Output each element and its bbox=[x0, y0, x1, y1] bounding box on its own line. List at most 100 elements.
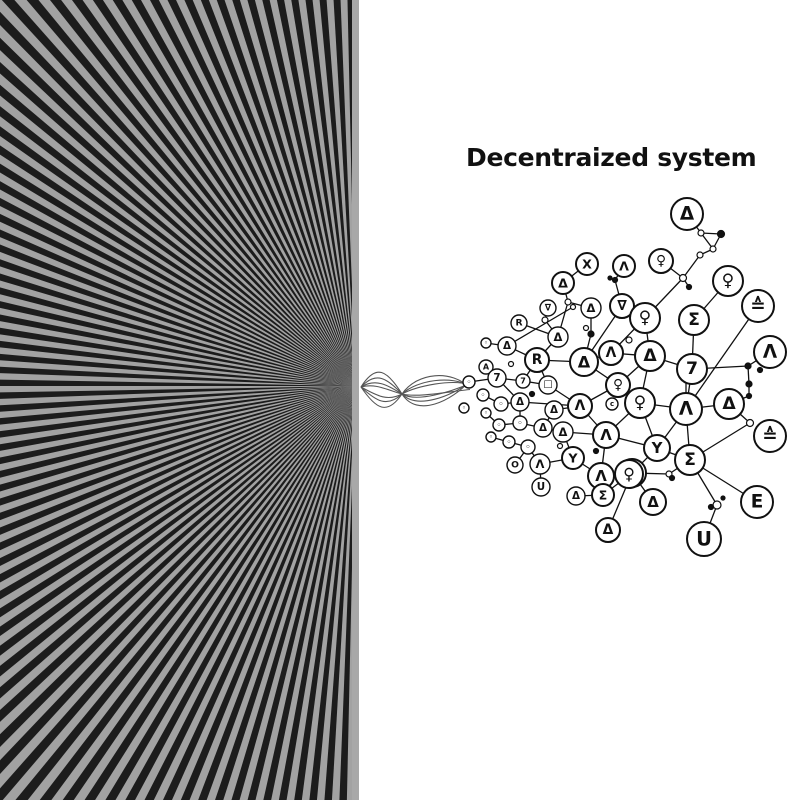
network-junction-dots bbox=[507, 229, 764, 511]
stripe-ray bbox=[309, 386, 356, 800]
network-node: ≙ bbox=[741, 289, 775, 323]
stripe-ray bbox=[167, 0, 356, 386]
network-node: Δ bbox=[670, 197, 704, 231]
node-circle bbox=[502, 435, 516, 449]
node-glyph: 7 bbox=[493, 372, 500, 384]
stripe-ray bbox=[49, 0, 356, 386]
network-node: ◦ bbox=[480, 407, 492, 419]
junction-dot bbox=[582, 324, 590, 332]
junction-dot bbox=[697, 229, 705, 237]
node-circle bbox=[512, 415, 528, 431]
node-circle bbox=[544, 400, 564, 420]
junction-dot bbox=[607, 275, 613, 281]
stripe-ray bbox=[263, 386, 356, 800]
network-node: Δ bbox=[510, 392, 530, 412]
node-glyph: c bbox=[610, 400, 614, 408]
stripe-ray bbox=[0, 301, 356, 386]
stripe-ray bbox=[0, 273, 356, 386]
node-circle bbox=[674, 444, 706, 476]
junction-dot bbox=[587, 330, 595, 338]
junction-dot bbox=[625, 336, 633, 344]
node-circle bbox=[712, 265, 744, 297]
node-circle bbox=[524, 347, 550, 373]
network-node: U bbox=[686, 521, 722, 557]
node-glyph: R bbox=[532, 352, 543, 368]
network-node: Λ bbox=[529, 453, 551, 475]
converging-wave-lines bbox=[360, 371, 471, 408]
junction-dot bbox=[716, 229, 726, 239]
node-circle bbox=[669, 392, 703, 426]
stripe-ray bbox=[162, 386, 356, 800]
node-circle bbox=[480, 407, 492, 419]
stripe-ray bbox=[71, 0, 356, 386]
node-glyph: ◦ bbox=[525, 443, 530, 452]
network-node: Δ bbox=[569, 347, 599, 377]
stripe-ray bbox=[0, 145, 356, 386]
node-glyph: O bbox=[511, 460, 519, 471]
network-node: Σ bbox=[674, 444, 706, 476]
stripe-ray bbox=[0, 386, 356, 583]
stripe-ray bbox=[84, 386, 356, 800]
node-circle bbox=[520, 439, 536, 455]
node-glyph: ≙ bbox=[762, 426, 777, 447]
node-glyph: Δ bbox=[558, 276, 568, 291]
node-glyph: Δ bbox=[680, 204, 695, 225]
network-node: ♀ bbox=[648, 248, 674, 274]
stripe-ray bbox=[215, 386, 356, 800]
network-node: A bbox=[478, 359, 494, 375]
node-glyph: ◦ bbox=[517, 419, 522, 428]
junction-dot bbox=[712, 500, 722, 510]
node-circle bbox=[686, 521, 722, 557]
stripe-ray bbox=[0, 106, 356, 386]
node-circle bbox=[552, 421, 574, 443]
node-glyph: R bbox=[515, 318, 522, 329]
node-glyph: Δ bbox=[578, 353, 591, 372]
stripe-ray bbox=[0, 386, 356, 722]
node-circle bbox=[531, 477, 551, 497]
node-circle bbox=[533, 418, 553, 438]
network-node: Λ bbox=[612, 254, 636, 278]
stripe-ray bbox=[0, 386, 356, 425]
node-glyph: Δ bbox=[516, 396, 524, 408]
network-node: X bbox=[575, 252, 599, 276]
node-circle bbox=[547, 326, 569, 348]
node-glyph: Σ bbox=[684, 450, 696, 470]
network-edge bbox=[506, 306, 574, 347]
network-edge bbox=[685, 305, 759, 410]
junction-dot bbox=[745, 392, 753, 400]
stripe-ray bbox=[0, 386, 356, 478]
stripe-ray bbox=[0, 84, 356, 386]
node-glyph: Λ bbox=[679, 399, 694, 420]
network-node: Δ bbox=[566, 486, 586, 506]
stripe-ray bbox=[0, 229, 356, 386]
junction-dot bbox=[709, 245, 717, 253]
network-node: ◦ bbox=[502, 435, 516, 449]
network-node: Λ bbox=[567, 393, 593, 419]
stripe-ray bbox=[0, 386, 356, 800]
node-circle bbox=[492, 418, 506, 432]
node-glyph: Λ bbox=[600, 426, 612, 444]
junction-dot bbox=[541, 316, 549, 324]
stripe-ray bbox=[0, 353, 356, 386]
network-node: Σ bbox=[678, 304, 710, 336]
stripe-ray bbox=[125, 386, 356, 800]
network-node: ◦ bbox=[512, 415, 528, 431]
stripe-ray bbox=[92, 0, 356, 386]
node-glyph: ◦ bbox=[498, 400, 503, 409]
network-node: Δ bbox=[551, 271, 575, 295]
network-node: E bbox=[740, 485, 774, 519]
junction-dot bbox=[668, 474, 676, 482]
node-glyph: U bbox=[537, 481, 545, 493]
stripe-ray bbox=[0, 213, 356, 386]
stripe-ray bbox=[0, 386, 356, 656]
network-node: Δ bbox=[497, 336, 517, 356]
node-glyph: ♀ bbox=[722, 271, 735, 291]
network-node: ♀ bbox=[712, 265, 744, 297]
stripe-ray bbox=[0, 197, 356, 386]
stripe-ray bbox=[0, 386, 356, 399]
node-glyph: Δ bbox=[643, 346, 657, 366]
node-glyph: Y bbox=[567, 451, 578, 466]
node-circle bbox=[624, 387, 656, 419]
node-circle bbox=[643, 434, 671, 462]
